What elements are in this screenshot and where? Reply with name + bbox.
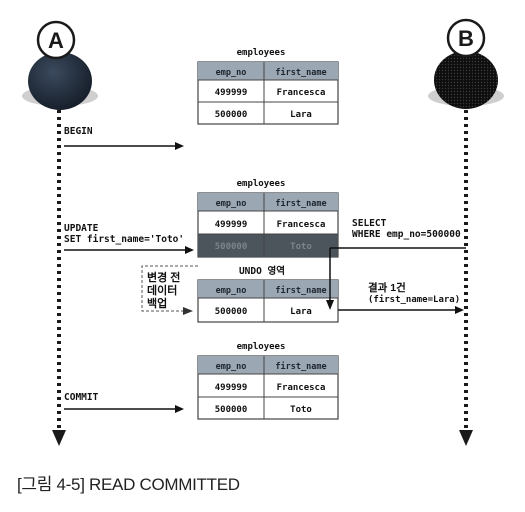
undo-title: UNDO 영역 <box>239 265 285 277</box>
table-2-cell-faded: 500000 <box>215 242 248 252</box>
backup-label-line1: 변경 전 <box>147 270 180 284</box>
table-2-header <box>198 193 338 211</box>
table-1-header <box>198 62 338 80</box>
backup-label-line2: 데이터 <box>147 283 177 297</box>
result-label-line2: (first_name=Lara) <box>368 294 460 305</box>
actor-a-badge <box>36 20 76 60</box>
backup-arrowhead <box>183 307 193 315</box>
table-3-cell: 499999 <box>215 383 248 393</box>
table-3-cell: Toto <box>290 405 312 415</box>
table-employees-3: employees emp_no first_name 499999 Franc… <box>197 342 339 420</box>
actor-b-badge <box>446 18 486 58</box>
undo-header <box>198 280 338 298</box>
undo-col-first-name: first_name <box>275 285 326 296</box>
select-connector-arrowhead <box>326 300 334 310</box>
table-3-col-emp-no: emp_no <box>216 362 247 372</box>
table-2-cell-faded: Toto <box>290 242 312 252</box>
table-3-header <box>198 356 338 374</box>
table-1-cell: 500000 <box>215 110 248 120</box>
backup-callout: 변경 전 데이터 백업 <box>141 265 198 315</box>
actor-a-label: A <box>48 28 64 53</box>
table-1-cell: Francesca <box>277 88 326 98</box>
undo-area: UNDO 영역 emp_no first_name 500000 Lara <box>197 265 339 323</box>
lifeline-b-arrowhead <box>459 430 473 446</box>
table-1-cell: 499999 <box>215 88 248 98</box>
backup-label-line3: 백업 <box>147 296 167 310</box>
result-arrowhead <box>455 306 464 314</box>
lifeline-a-arrowhead <box>52 430 66 446</box>
actor-b: B <box>428 18 504 109</box>
actor-a-head <box>28 52 92 110</box>
table-3-col-first-name: first_name <box>275 361 326 372</box>
backup-dashed-path <box>141 265 198 312</box>
table-1-title: employees <box>237 48 286 58</box>
table-employees-1: employees emp_no first_name 499999 Franc… <box>197 48 339 125</box>
actor-b-head <box>434 51 498 109</box>
table-2-col-first-name: first_name <box>275 198 326 209</box>
table-3-cell: 500000 <box>215 405 248 415</box>
table-2-cell: 499999 <box>215 220 248 230</box>
table-2-modified-row <box>198 234 338 257</box>
table-1-cell: Lara <box>290 110 312 120</box>
undo-cell: Lara <box>290 307 312 317</box>
actor-b-label: B <box>458 26 474 51</box>
table-2-col-emp-no: emp_no <box>216 199 247 209</box>
begin-label: BEGIN <box>64 126 93 137</box>
update-label-line1: UPDATE <box>64 223 99 234</box>
update-arrowhead <box>185 246 194 254</box>
table-1-col-first-name: first_name <box>275 67 326 78</box>
table-2-cell: Francesca <box>277 220 326 230</box>
commit-label: COMMIT <box>64 392 99 403</box>
select-label-line2: WHERE emp_no=500000 <box>352 229 461 240</box>
table-3-cell: Francesca <box>277 383 326 393</box>
update-label-line2: SET first_name='Toto' <box>64 234 184 245</box>
table-1-col-emp-no: emp_no <box>216 68 247 78</box>
commit-arrowhead <box>175 405 184 413</box>
begin-arrowhead <box>175 142 184 150</box>
table-2-title: employees <box>237 179 286 189</box>
actor-a: A <box>22 20 98 110</box>
figure-caption: [그림 4-5] READ COMMITTED <box>17 475 240 494</box>
table-3-title: employees <box>237 342 286 352</box>
undo-cell: 500000 <box>215 307 248 317</box>
table-employees-2: employees emp_no first_name 499999 Franc… <box>197 179 339 258</box>
result-label-line1: 결과 1건 <box>368 281 406 294</box>
select-label-line1: SELECT <box>352 218 387 229</box>
undo-col-emp-no: emp_no <box>216 286 247 296</box>
